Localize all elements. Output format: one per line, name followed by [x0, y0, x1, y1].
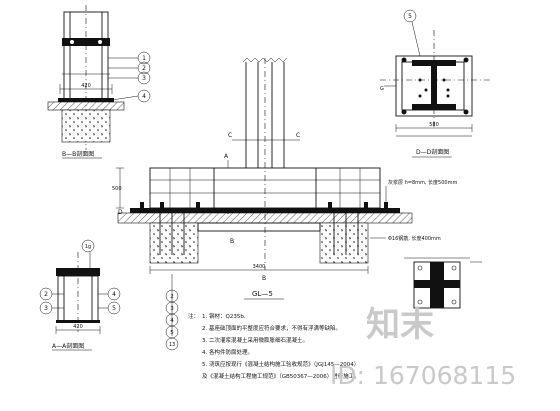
section-mark-c-right: C: [296, 132, 300, 139]
callout-label: 5: [112, 305, 116, 312]
section-dd-title: D—D剖面图: [416, 148, 449, 156]
callout-circle: [137, 71, 151, 85]
gl5-title: GL—5: [252, 290, 273, 298]
callout-label: 1: [142, 55, 146, 62]
callout-label: 3: [142, 75, 146, 82]
note-line: 5. 浇筑应按现行《混凝土结构施工验收规范》（JGJ145—2004）: [202, 360, 359, 368]
callout-label: 4: [112, 291, 116, 298]
note-line: 4. 各构件防腐处理。: [202, 348, 253, 356]
callouts-main-bottom: 2 3 4 5 13: [165, 274, 179, 351]
section-mark-c-left: C: [228, 132, 232, 139]
note-line: 2. 基座础顶面的平整度应符合要求，不得有浮满等缺陷。: [202, 324, 341, 332]
rebar-note: Φ16钢筋, 长度400mm: [388, 235, 441, 242]
callout-circle: [403, 9, 417, 23]
note-line: 1. 钢材：Q235b.: [202, 312, 246, 320]
callout-label: 2: [44, 291, 48, 298]
section-bb-view: 420 B—B剖面图 1 2 3 4: [47, 5, 151, 159]
note-line: 3. 二次灌浆混凝土采用微膨胀细石混凝土。: [202, 336, 308, 344]
section-aa-view: 420 A—A剖面图 1g 2 3 4 5: [39, 239, 121, 351]
level-mark: -0.1.50: [236, 209, 254, 215]
anchor-rods: [159, 210, 359, 255]
callout-label: 3: [44, 305, 48, 312]
dim-left: 420: [73, 324, 83, 330]
callout-label: 5: [170, 330, 174, 336]
callouts-left: 1g 2 3 4 5: [39, 239, 121, 315]
section-bb-title: B—B剖面图: [62, 150, 94, 158]
notes-block: 注： 1. 钢材：Q235b. 2. 基座础顶面的平整度应符合要求，不得有浮满等…: [188, 312, 360, 380]
dim-500: 500: [112, 186, 122, 192]
callout-label: 5: [408, 13, 412, 20]
dim-main: 3400: [253, 264, 266, 270]
base-detail-gl5: 500 A D B -0.1.50 灰浆层 h=8mm, 长度500mm Φ16…: [112, 153, 457, 300]
section-dd-view: G 580 D—D剖面图 5: [380, 9, 490, 158]
steel-column: C C: [228, 57, 300, 270]
callout-label: 4: [142, 93, 146, 100]
callout-circle: [137, 61, 151, 75]
section-mark-d: D: [118, 209, 123, 216]
watermark: 知末 ID: 167068115: [330, 305, 516, 390]
dim-top-right: 580: [429, 122, 439, 128]
grout-note: 灰浆层 h=8mm, 长度500mm: [388, 179, 457, 186]
notes-heading: 注：: [188, 312, 199, 320]
watermark-id: ID: 167068115: [330, 361, 516, 390]
note-line: 及《混凝土结构工程施工规范》（GB50367—2006）进行施工。: [202, 372, 360, 380]
callout-label: 13: [169, 342, 175, 348]
detail-connection: [404, 257, 482, 309]
callout-label: 4: [170, 318, 174, 324]
section-mark-a: A: [224, 153, 229, 160]
section-mark-g: G: [380, 86, 384, 92]
section-mark-b-top: B: [230, 238, 234, 245]
callout-label: 2: [142, 65, 146, 72]
callout-circle: [137, 51, 151, 65]
bolt-holes: [401, 57, 469, 115]
section-aa-title: A—A剖面图: [52, 342, 84, 350]
callout-circle: [137, 89, 151, 103]
section-mark-b-bottom: B: [262, 275, 266, 282]
callouts-top-left: 1 2 3 4: [108, 51, 151, 103]
watermark-logo: 知末: [366, 305, 434, 345]
dim-top-left: 420: [81, 83, 91, 89]
callout-label: 2: [170, 294, 174, 300]
callout-label: 1g: [85, 244, 91, 250]
callout-label: 3: [170, 306, 174, 312]
